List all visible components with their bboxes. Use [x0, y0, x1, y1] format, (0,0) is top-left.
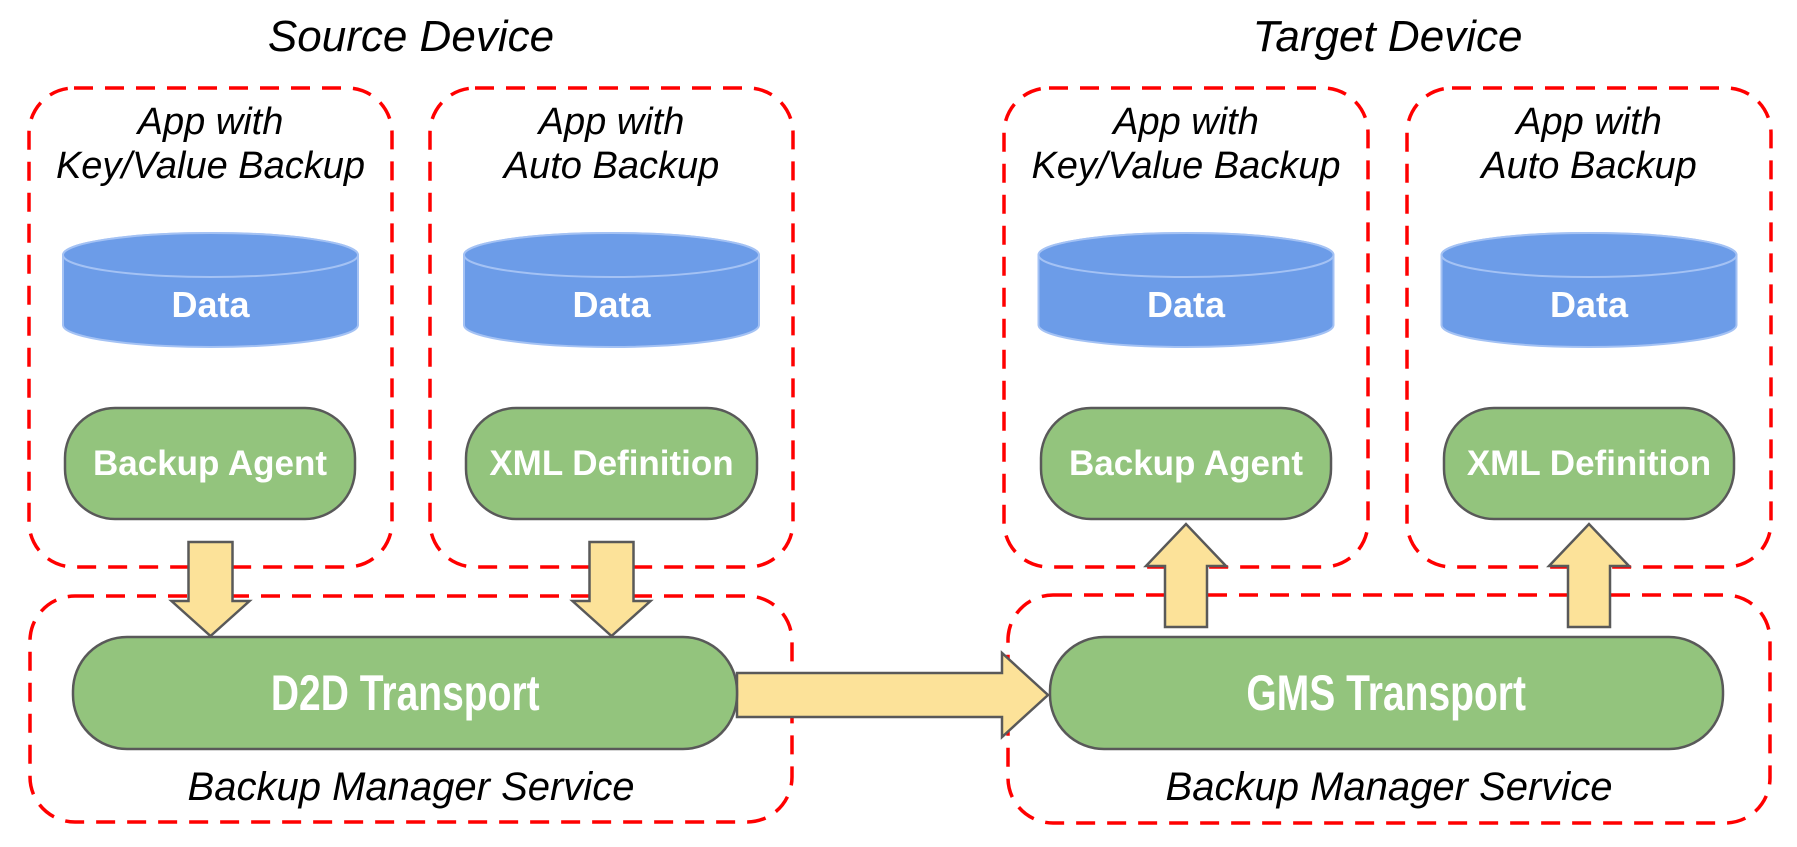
target-backup-agent-label: Backup Agent	[1068, 443, 1303, 483]
target-backup-manager-label: Backup Manager Service	[1165, 765, 1613, 809]
app-label-line1: App with	[538, 101, 685, 143]
target-kv-data-cylinder	[1037, 232, 1335, 348]
app-label-line2: Auto Backup	[1481, 145, 1697, 187]
app-label-line1: App with	[137, 101, 284, 143]
target-auto-data-cylinder	[1440, 232, 1738, 348]
down-arrow-xml-definition-to-d2d	[569, 540, 654, 638]
up-arrow-gms-to-xml-definition	[1546, 522, 1632, 629]
source-backup-agent-pill	[63, 406, 357, 521]
target-kv-data-label: Data	[1146, 284, 1226, 325]
d2d-transport-pill	[71, 635, 739, 751]
target-kv-app-label: App with Key/Value Backup	[1004, 100, 1368, 188]
source-kv-data-cylinder	[62, 232, 359, 348]
source-kv-data-label: Data	[171, 284, 250, 325]
target-xml-definition-label: XML Definition	[1466, 443, 1712, 483]
target-device-title: Target Device	[1252, 12, 1523, 61]
app-label-line2: Auto Backup	[503, 145, 720, 187]
target-xml-definition-pill	[1442, 406, 1736, 521]
gms-transport-pill	[1048, 635, 1725, 751]
target-auto-app-label: App with Auto Backup	[1407, 100, 1771, 188]
down-arrow-backup-agent-to-d2d	[168, 540, 253, 638]
target-backup-manager-outline	[1006, 593, 1772, 825]
app-label-line1: App with	[1113, 101, 1259, 143]
app-label-line1: App with	[1516, 101, 1662, 143]
source-device-title: Source Device	[267, 12, 555, 61]
source-auto-data-label: Data	[572, 284, 651, 325]
app-label-line2: Key/Value Backup	[1031, 145, 1341, 187]
source-backup-agent-label: Backup Agent	[92, 443, 327, 483]
gms-transport-text: GMS Transport	[1246, 665, 1527, 721]
app-label-line2: Key/Value Backup	[55, 145, 366, 187]
gms-transport-label: GMS Transport	[1050, 637, 1723, 749]
source-xml-definition-pill	[464, 406, 759, 521]
source-auto-app-label: App with Auto Backup	[430, 100, 793, 188]
target-backup-agent-pill	[1039, 406, 1333, 521]
source-auto-data-cylinder	[463, 232, 760, 348]
source-kv-app-label: App with Key/Value Backup	[29, 100, 392, 188]
source-backup-manager-label: Backup Manager Service	[187, 765, 635, 809]
up-arrow-gms-to-backup-agent	[1143, 522, 1229, 629]
target-auto-data-label: Data	[1549, 284, 1629, 325]
source-xml-definition-label: XML Definition	[489, 443, 734, 483]
d2d-transport-label: D2D Transport	[73, 637, 737, 749]
d2d-transport-text: D2D Transport	[270, 665, 540, 721]
right-arrow-d2d-to-gms	[735, 650, 1050, 740]
